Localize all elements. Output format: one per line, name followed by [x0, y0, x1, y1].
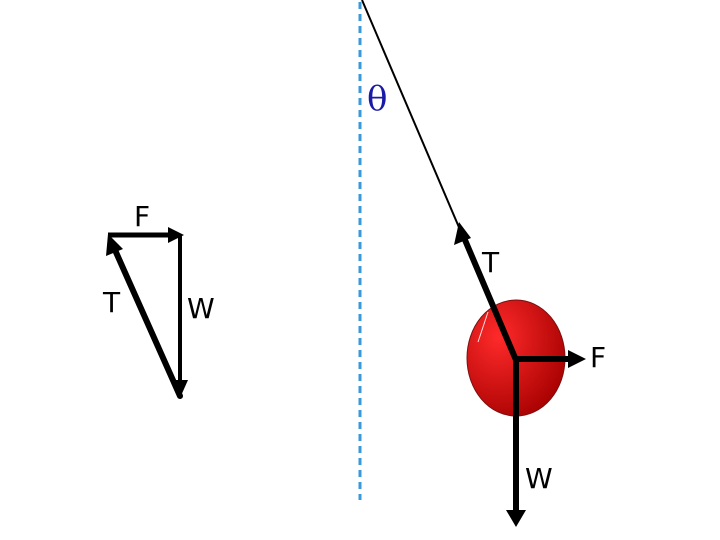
- triangle-tension-side: [112, 247, 183, 399]
- force-triangle: [106, 227, 188, 399]
- triangle-tension-label: T: [102, 286, 121, 319]
- triangle-force-label: F: [134, 200, 150, 233]
- bob-highlight: [477, 311, 489, 343]
- horizontal-force-vector: [516, 350, 586, 368]
- tension-vector: [454, 222, 519, 363]
- horizontal-force-label: F: [590, 341, 606, 374]
- weight-label: W: [525, 462, 553, 495]
- weight-vector: [506, 358, 526, 527]
- triangle-weight-label: W: [187, 292, 215, 325]
- angle-theta-label: θ: [367, 79, 387, 119]
- tension-label: T: [481, 246, 500, 279]
- pendulum-string: [361, 0, 462, 233]
